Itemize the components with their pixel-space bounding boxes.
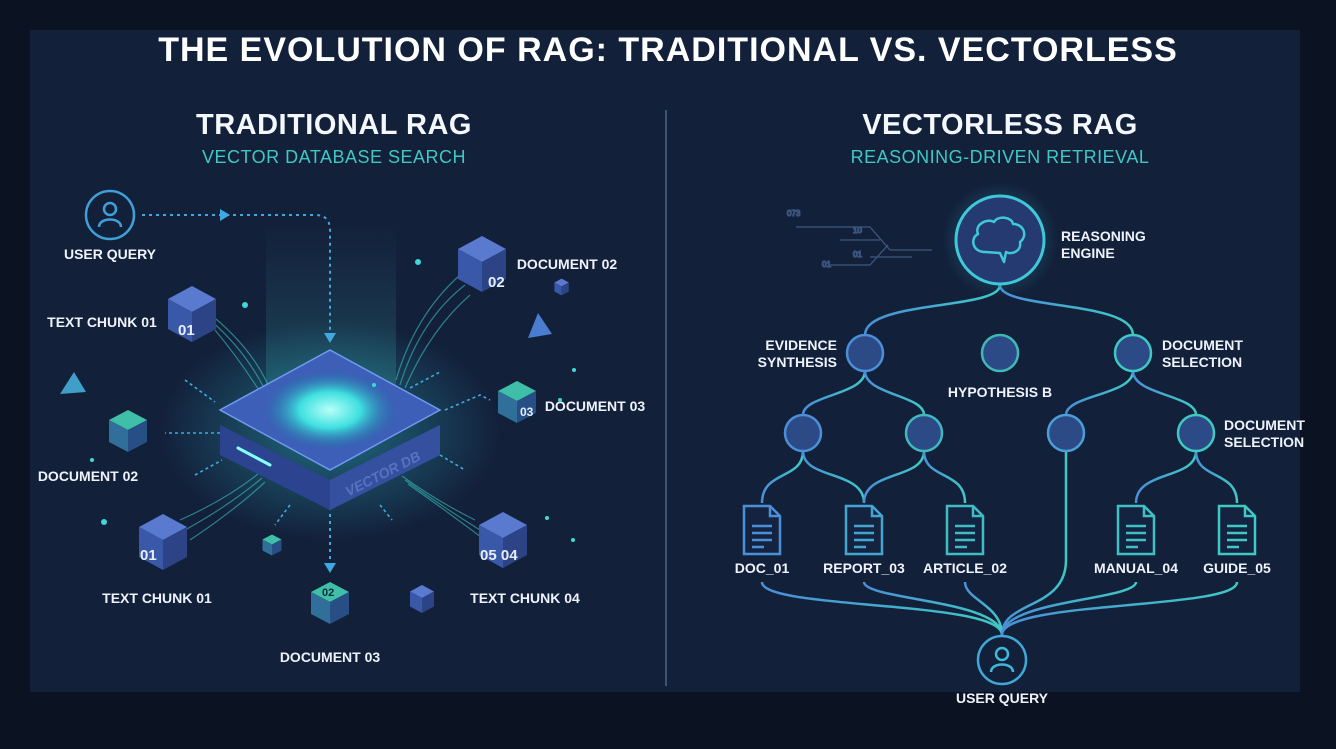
- svg-text:REPORT_03: REPORT_03: [823, 560, 905, 576]
- decorative-shapes: [60, 259, 576, 613]
- svg-text:SELECTION: SELECTION: [1224, 434, 1304, 450]
- node-label: TEXT CHUNK 01: [47, 314, 157, 330]
- svg-text:02: 02: [322, 587, 334, 599]
- document-icon: [1217, 504, 1257, 556]
- document-nodes: DOC_01 REPORT_03 ARTICLE_02 MANUAL_04 GU…: [735, 504, 1271, 576]
- svg-text:ENGINE: ENGINE: [1061, 245, 1115, 261]
- node-document-selection-2: [1176, 413, 1216, 453]
- svg-text:USER QUERY: USER QUERY: [956, 690, 1049, 706]
- svg-text:DOCUMENT: DOCUMENT: [1162, 337, 1243, 353]
- svg-text:073: 073: [787, 209, 801, 218]
- arrow-head-icon: [324, 563, 336, 573]
- page-title: THE EVOLUTION OF RAG: TRADITIONAL VS. VE…: [158, 31, 1178, 69]
- node-label: DOCUMENT 02: [517, 256, 618, 272]
- query-arrow: [142, 214, 331, 335]
- brain-icon: [972, 216, 1026, 264]
- node-l2: [904, 413, 944, 453]
- node-l2: [1046, 413, 1086, 453]
- user-query-node-left: USER QUERY: [64, 189, 157, 262]
- document-icon: [844, 504, 884, 556]
- node-document-02-left: DOCUMENT 02: [38, 410, 147, 484]
- svg-text:02: 02: [488, 274, 505, 291]
- traditional-subheading: VECTOR DATABASE SEARCH: [202, 147, 466, 167]
- arrow-head-icon: [220, 209, 230, 221]
- node-hypothesis-b: [980, 333, 1020, 373]
- svg-text:10: 10: [853, 226, 862, 235]
- user-query-label: USER QUERY: [64, 246, 157, 262]
- svg-text:DOC_01: DOC_01: [735, 560, 790, 576]
- node-text-chunk-01-bottom: 01 TEXT CHUNK 01: [102, 514, 212, 606]
- node-document-selection: [1113, 333, 1153, 373]
- node-text-chunk-04: 05 04 TEXT CHUNK 04: [470, 512, 580, 606]
- circuit-lines: 073 10 01 01: [786, 208, 932, 270]
- svg-text:SELECTION: SELECTION: [1162, 354, 1242, 370]
- svg-text:MANUAL_04: MANUAL_04: [1094, 560, 1178, 576]
- article-02: ARTICLE_02: [923, 504, 1007, 576]
- node-label: TEXT CHUNK 04: [470, 590, 580, 606]
- svg-text:DOCUMENT: DOCUMENT: [1224, 417, 1305, 433]
- node-evidence-synthesis: [845, 333, 885, 373]
- svg-text:REASONING: REASONING: [1061, 228, 1146, 244]
- traditional-heading: TRADITIONAL RAG: [196, 109, 472, 141]
- node-document-03-bottom: 02 DOCUMENT 03: [280, 582, 381, 665]
- reasoning-engine-node: REASONING ENGINE: [942, 182, 1146, 298]
- svg-text:01: 01: [822, 260, 831, 269]
- tree-labels: EVIDENCE SYNTHESIS HYPOTHESIS B DOCUMENT…: [758, 337, 1306, 450]
- tree-nodes: [783, 333, 1216, 453]
- vector-db: VECTOR DB: [160, 320, 500, 540]
- svg-text:01: 01: [853, 250, 862, 259]
- user-query-node-right: USER QUERY: [956, 634, 1049, 706]
- vectorless-subheading: REASONING-DRIVEN RETRIEVAL: [851, 147, 1150, 167]
- svg-text:EVIDENCE: EVIDENCE: [765, 337, 837, 353]
- document-icon: [742, 504, 782, 556]
- svg-text:01: 01: [140, 547, 157, 564]
- svg-text:GUIDE_05: GUIDE_05: [1203, 560, 1271, 576]
- node-label: DOCUMENT 03: [545, 398, 646, 414]
- db-glow: [262, 370, 398, 450]
- document-icon: [1116, 504, 1156, 556]
- svg-text:ARTICLE_02: ARTICLE_02: [923, 560, 1007, 576]
- document-icon: [945, 504, 985, 556]
- node-l2: [783, 413, 823, 453]
- guide-05: GUIDE_05: [1203, 504, 1271, 576]
- svg-text:05 04: 05 04: [480, 547, 518, 564]
- svg-text:01: 01: [178, 322, 195, 339]
- node-label: TEXT CHUNK 01: [102, 590, 212, 606]
- vectorless-heading: VECTORLESS RAG: [862, 109, 1138, 141]
- manual-04: MANUAL_04: [1094, 504, 1178, 576]
- tree-connectors: [760, 284, 1239, 636]
- node-label: DOCUMENT 03: [280, 649, 381, 665]
- node-document-02: 02 DOCUMENT 02: [458, 236, 617, 292]
- node-text-chunk-01: 01 TEXT CHUNK 01: [47, 286, 216, 342]
- svg-text:SYNTHESIS: SYNTHESIS: [758, 354, 837, 370]
- svg-text:HYPOTHESIS B: HYPOTHESIS B: [948, 384, 1052, 400]
- report-03: REPORT_03: [823, 504, 905, 576]
- node-label: DOCUMENT 02: [38, 468, 139, 484]
- user-icon-circle: [84, 189, 136, 241]
- node-document-03: 03 DOCUMENT 03: [498, 381, 645, 423]
- doc-01: DOC_01: [735, 504, 790, 576]
- svg-text:03: 03: [520, 405, 534, 419]
